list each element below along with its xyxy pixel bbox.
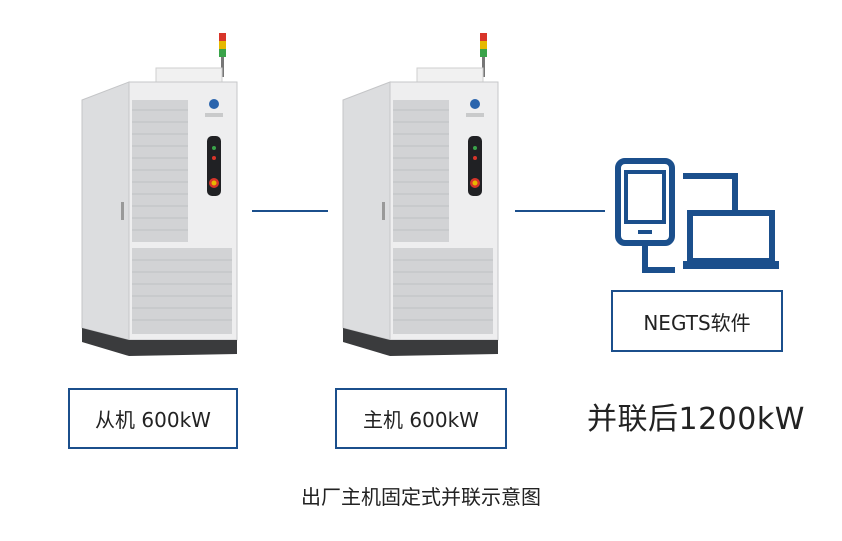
- master-cabinet-image: [335, 30, 503, 360]
- software-label-box: NEGTS软件: [611, 290, 783, 352]
- slave-label: 从机 600kW: [95, 408, 211, 432]
- slave-cabinet-image: [74, 30, 242, 360]
- result-capacity-text: 并联后1200kW: [587, 402, 805, 437]
- master-label-box: 主机 600kW: [335, 388, 507, 449]
- diagram-caption: 出厂主机固定式并联示意图: [301, 485, 541, 509]
- slave-label-box: 从机 600kW: [68, 388, 238, 449]
- master-label: 主机 600kW: [363, 408, 479, 432]
- slave-master-connector: [252, 210, 328, 212]
- software-label: NEGTS软件: [643, 310, 751, 335]
- phone-and-laptop-icon: [615, 158, 780, 273]
- master-software-connector: [515, 210, 605, 212]
